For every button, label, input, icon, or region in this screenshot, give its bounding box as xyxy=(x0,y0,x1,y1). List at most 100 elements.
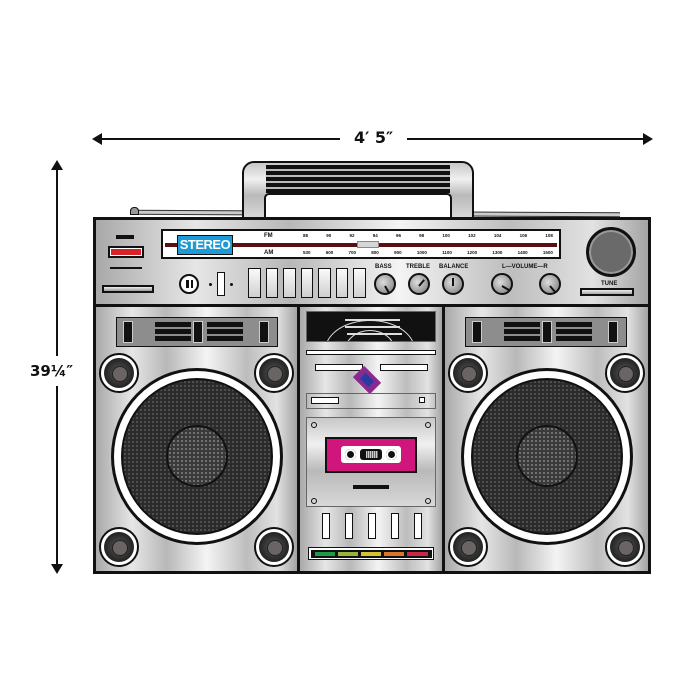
center-panel xyxy=(300,307,442,571)
level-segment xyxy=(384,551,405,556)
vent-bars xyxy=(155,322,191,342)
level-segment xyxy=(407,551,428,556)
treble-knob[interactable] xyxy=(408,273,430,295)
record-button[interactable] xyxy=(108,246,144,258)
right-tweeter-bottom-right xyxy=(605,527,645,567)
bass-knob[interactable] xyxy=(374,273,396,295)
balance-label: BALANCE xyxy=(439,264,469,270)
left-vent-grille xyxy=(116,317,278,347)
divider-line xyxy=(110,267,142,269)
dot-icon xyxy=(209,283,212,286)
pause-icon xyxy=(186,280,189,288)
vent-slot xyxy=(542,321,552,343)
fm-tick: 106 xyxy=(519,233,528,238)
vent-slot xyxy=(259,321,269,343)
tune-label: TUNE xyxy=(601,281,618,287)
right-woofer-grill xyxy=(471,378,623,535)
tape-reel-icon xyxy=(345,449,356,460)
fm-label: FM xyxy=(264,233,273,239)
door-handle[interactable] xyxy=(353,485,389,489)
tuning-needle[interactable] xyxy=(357,241,379,248)
eject-slider[interactable] xyxy=(102,285,154,293)
knob-pointer xyxy=(549,285,556,293)
fm-tick: 104 xyxy=(493,233,502,238)
dot-icon xyxy=(230,283,233,286)
indicator-bar xyxy=(116,235,134,239)
fm-tick: 94 xyxy=(372,233,378,238)
right-speaker-panel xyxy=(445,307,648,571)
screw-icon xyxy=(311,422,317,428)
rewind-transport-key[interactable] xyxy=(368,513,376,539)
balance-knob[interactable] xyxy=(442,273,464,295)
knob-pointer xyxy=(501,285,510,291)
preset-key[interactable] xyxy=(248,268,261,298)
preset-key[interactable] xyxy=(318,268,331,298)
tuning-dial: STEREO STEREO FM AM 88 90 92 94 96 98 10… xyxy=(161,229,561,259)
handle-opening xyxy=(264,193,452,219)
left-tweeter-top-left xyxy=(99,353,139,393)
level-segment xyxy=(360,551,382,556)
fm-tick: 96 xyxy=(395,233,401,238)
am-tick: 900 xyxy=(394,250,402,255)
antenna-base-icon xyxy=(130,207,139,215)
rewind-key[interactable] xyxy=(315,364,363,371)
am-tick: 600 xyxy=(325,250,334,255)
arrow-up-icon xyxy=(51,160,63,170)
level-meter xyxy=(308,547,434,560)
vu-meter-window xyxy=(306,311,436,342)
volume-right-knob[interactable] xyxy=(539,273,561,295)
bass-label: BASS xyxy=(375,264,392,270)
vent-bars xyxy=(207,322,243,342)
left-tweeter-top-right xyxy=(254,353,294,393)
level-segment xyxy=(337,551,358,556)
screw-icon xyxy=(311,498,317,504)
vent-slot xyxy=(472,321,482,343)
right-tweeter-bottom-left xyxy=(448,527,488,567)
tune-slider[interactable] xyxy=(580,288,634,296)
meter-line xyxy=(345,319,400,321)
pause-button[interactable] xyxy=(179,274,199,294)
stop-transport-key[interactable] xyxy=(414,513,422,539)
knob-pointer xyxy=(384,285,390,294)
preset-key[interactable] xyxy=(335,268,349,298)
knob-pointer xyxy=(418,279,425,287)
screw-icon xyxy=(425,498,431,504)
stereo-badge-label: STEREO xyxy=(177,235,233,255)
volume-left-knob[interactable] xyxy=(491,273,513,295)
left-woofer-grill xyxy=(121,378,273,535)
arrow-down-icon xyxy=(51,564,63,574)
handle-grip xyxy=(266,165,450,193)
left-tweeter-bottom-right xyxy=(254,527,294,567)
fm-tick: 102 xyxy=(468,233,476,238)
cassette-door[interactable] xyxy=(306,417,436,507)
led-indicator xyxy=(419,397,425,403)
preset-key[interactable] xyxy=(265,268,279,298)
preset-key[interactable] xyxy=(300,268,314,298)
carry-handle[interactable] xyxy=(242,161,474,219)
level-meter-bar xyxy=(310,549,432,558)
band-switch[interactable] xyxy=(217,272,225,296)
right-tweeter-top-left xyxy=(448,353,488,393)
am-tick: 530 xyxy=(303,250,311,255)
left-speaker-panel xyxy=(96,307,297,571)
right-woofer-dome xyxy=(516,425,578,487)
deck-control-strip xyxy=(306,393,436,409)
tune-knob[interactable] xyxy=(586,227,636,277)
forward-transport-key[interactable] xyxy=(391,513,399,539)
screw-icon xyxy=(425,422,431,428)
fm-tick: 100 xyxy=(442,233,450,238)
preset-key[interactable] xyxy=(353,268,367,298)
play-key[interactable] xyxy=(322,513,330,539)
am-tick: 800 xyxy=(371,250,379,255)
preset-key[interactable] xyxy=(283,268,296,298)
treble-label: TREBLE xyxy=(406,264,430,270)
fast-forward-key[interactable] xyxy=(380,364,428,371)
record-key[interactable] xyxy=(345,513,353,539)
meter-line xyxy=(347,333,402,335)
top-panel: STEREO STEREO FM AM 88 90 92 94 96 98 10… xyxy=(96,220,648,304)
stop-key[interactable] xyxy=(311,397,339,404)
fm-tick: 98 xyxy=(419,233,425,238)
tape-reel-icon xyxy=(386,449,397,460)
am-tick: 1000 xyxy=(416,250,427,255)
am-scale: 530 600 700 800 900 1000 1100 1200 1300 … xyxy=(303,250,553,258)
